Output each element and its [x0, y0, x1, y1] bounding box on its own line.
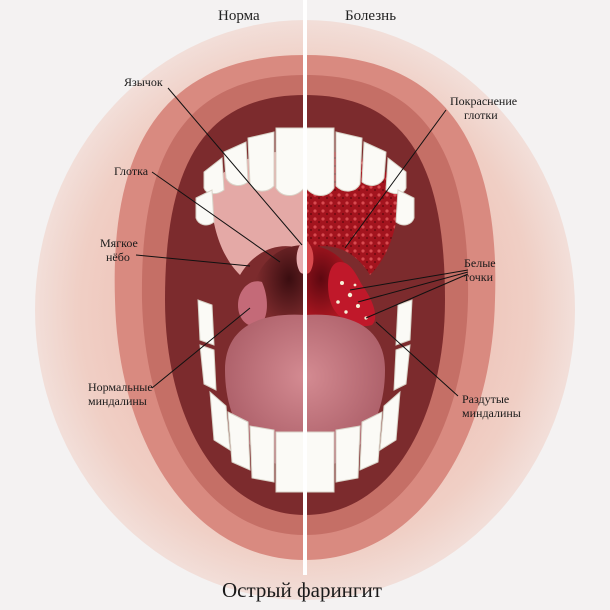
tonsil-normal	[238, 281, 267, 327]
lower-teeth	[197, 299, 413, 493]
white-spots	[336, 281, 368, 320]
leader-lines	[135, 87, 469, 397]
header-disease: Болезнь	[345, 8, 397, 24]
uvula-inflamed	[305, 240, 314, 274]
label-white-spots: Белые точки	[464, 256, 496, 284]
header-normal: Норма	[218, 8, 260, 24]
label-soft-palate: Мягкое нёбо	[100, 236, 138, 264]
label-pharynx: Глотка	[114, 164, 149, 178]
diagram-title: Острый фарингит	[222, 578, 382, 602]
label-throat-redness: Покраснение глотки	[450, 94, 518, 122]
label-uvula: Язычок	[124, 75, 163, 89]
label-normal-tonsils: Нормальные миндалины	[88, 380, 153, 408]
uvula-normal	[296, 240, 305, 274]
label-swollen-tonsils: Раздутые миндалины	[462, 392, 521, 420]
